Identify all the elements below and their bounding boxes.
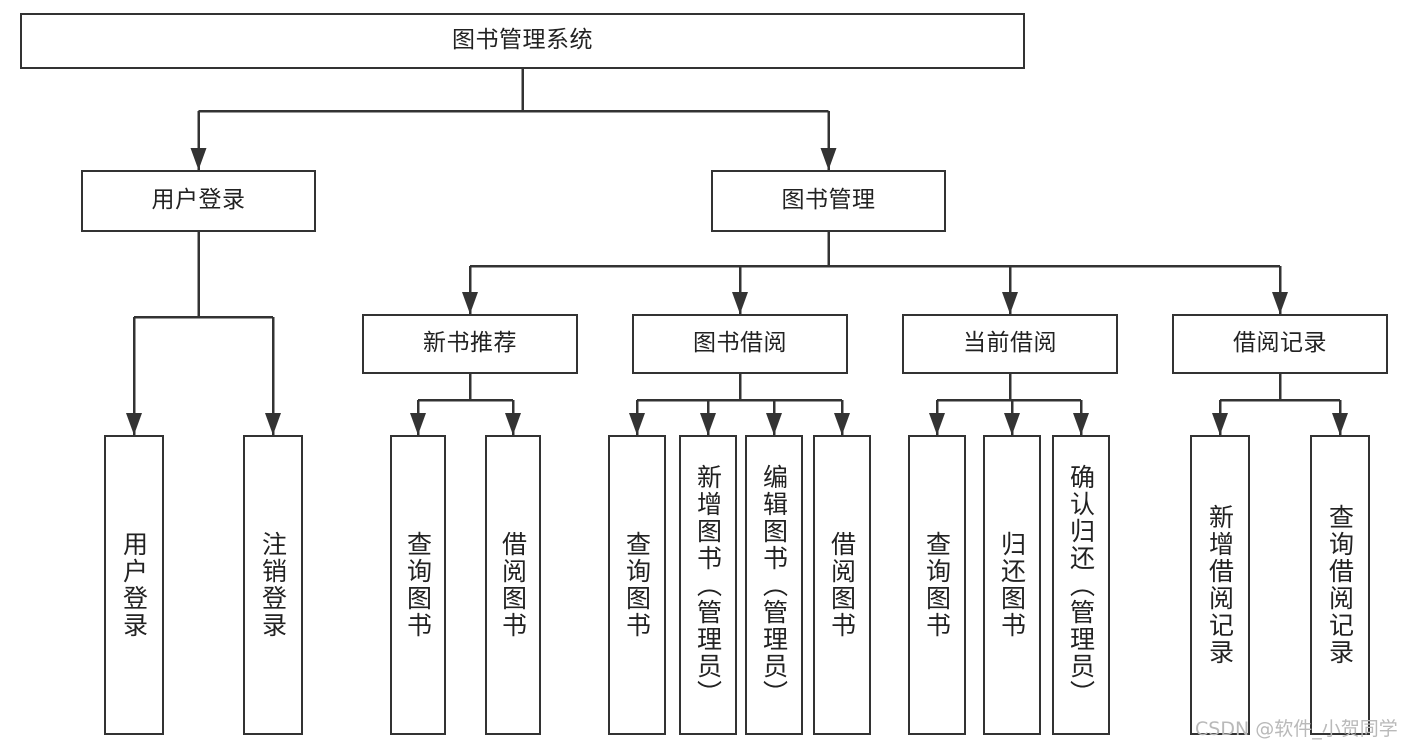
connector-arrowhead	[1073, 413, 1089, 435]
node-label: 图书管理系统	[452, 27, 593, 54]
node-book-manage[interactable]: 图书管理	[711, 170, 946, 232]
node-label: 用户登录	[119, 531, 149, 639]
node-label: 图书管理	[781, 187, 876, 214]
connector-arrowhead	[126, 413, 142, 435]
node-label: 用户登录	[151, 187, 246, 214]
watermark-text: CSDN @软件_小贺同学	[1195, 718, 1398, 740]
node-label: 新书推荐	[423, 330, 517, 357]
node-label: 归还图书	[997, 531, 1027, 639]
node-user-login[interactable]: 用户登录	[81, 170, 316, 232]
node-label: 查询图书	[622, 531, 652, 639]
connector-arrowhead	[1004, 413, 1020, 435]
node-book-borrow[interactable]: 图书借阅	[632, 314, 848, 374]
node-borrow-record[interactable]: 借阅记录	[1172, 314, 1388, 374]
node-label: 注销登录	[258, 531, 288, 639]
node-label: 确认归还（管理员）	[1066, 463, 1096, 707]
connector-arrowhead	[410, 413, 426, 435]
node-leaf-borrow-book-1[interactable]: 借阅图书	[485, 435, 541, 735]
node-new-book-rec[interactable]: 新书推荐	[362, 314, 578, 374]
connector-arrowhead	[700, 413, 716, 435]
node-label: 新增图书（管理员）	[693, 463, 723, 707]
node-leaf-edit-book[interactable]: 编辑图书（管理员）	[745, 435, 803, 735]
node-leaf-query-book-2[interactable]: 查询图书	[608, 435, 666, 735]
connector-arrowhead	[190, 148, 207, 170]
node-leaf-query-book-1[interactable]: 查询图书	[390, 435, 446, 735]
node-label: 查询图书	[403, 531, 433, 639]
connector-arrowhead	[629, 413, 645, 435]
node-label: 查询借阅记录	[1325, 504, 1355, 666]
connector-arrowhead	[1332, 413, 1348, 435]
connector-arrowhead	[1002, 292, 1018, 314]
node-leaf-add-record[interactable]: 新增借阅记录	[1190, 435, 1250, 735]
node-leaf-confirm-return[interactable]: 确认归还（管理员）	[1052, 435, 1110, 735]
node-leaf-query-record[interactable]: 查询借阅记录	[1310, 435, 1370, 735]
node-label: 借阅图书	[827, 531, 857, 639]
node-leaf-user-login[interactable]: 用户登录	[104, 435, 164, 735]
connector-arrowhead	[265, 413, 281, 435]
connector-arrowhead	[820, 148, 837, 170]
connector-arrowhead	[1212, 413, 1228, 435]
node-label: 借阅记录	[1233, 330, 1327, 357]
node-leaf-return-book[interactable]: 归还图书	[983, 435, 1041, 735]
node-leaf-user-logout[interactable]: 注销登录	[243, 435, 303, 735]
node-label: 当前借阅	[963, 330, 1057, 357]
connector-arrowhead	[1272, 292, 1288, 314]
node-label: 新增借阅记录	[1205, 504, 1235, 666]
node-label: 借阅图书	[498, 531, 528, 639]
node-leaf-borrow-book-2[interactable]: 借阅图书	[813, 435, 871, 735]
connector-arrowhead	[834, 413, 850, 435]
node-leaf-query-book-3[interactable]: 查询图书	[908, 435, 966, 735]
node-leaf-add-book[interactable]: 新增图书（管理员）	[679, 435, 737, 735]
connector-arrowhead	[462, 292, 478, 314]
connector-arrowhead	[505, 413, 521, 435]
connector-arrowhead	[766, 413, 782, 435]
node-label: 编辑图书（管理员）	[759, 463, 789, 707]
connector-arrowhead	[732, 292, 748, 314]
node-label: 查询图书	[922, 531, 952, 639]
node-label: 图书借阅	[693, 330, 787, 357]
node-current-borrow[interactable]: 当前借阅	[902, 314, 1118, 374]
node-root[interactable]: 图书管理系统	[20, 13, 1025, 69]
connector-arrowhead	[929, 413, 945, 435]
